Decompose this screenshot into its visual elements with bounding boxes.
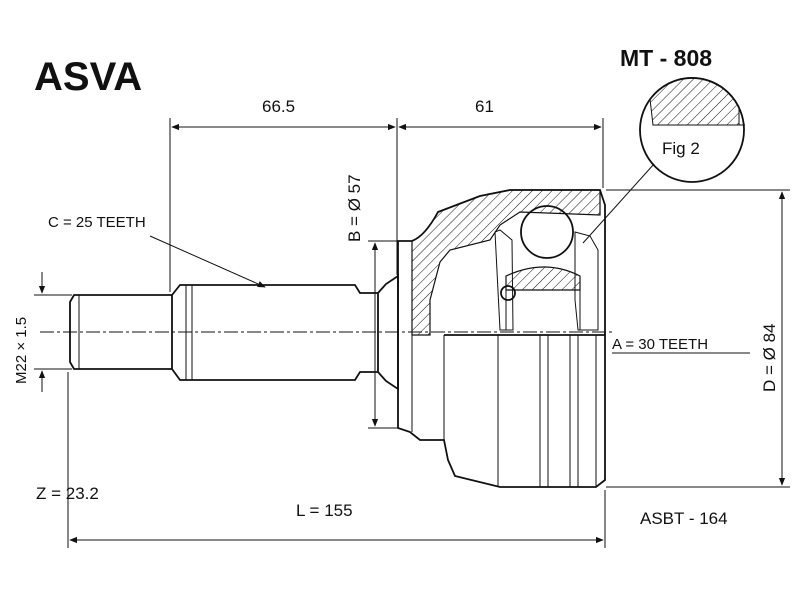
length-l-label: L = 155: [296, 501, 353, 520]
teeth-c-callout: C = 25 TEETH: [48, 214, 266, 288]
brand-logo: ASVA: [34, 55, 142, 99]
fig-2-detail: Fig 2: [582, 77, 745, 244]
thread-label: M22 × 1.5: [13, 317, 30, 384]
dim-61-label: 61: [475, 97, 494, 116]
dimension-61: 61: [398, 97, 604, 188]
diameter-b-dimension: B = Ø 57: [345, 174, 398, 429]
diameter-d-dimension: D = Ø 84: [606, 189, 790, 488]
diameter-b-label: B = Ø 57: [345, 174, 364, 242]
dimension-66-5: 66.5: [169, 97, 398, 292]
outer-housing: [397, 189, 606, 488]
teeth-a-callout: A = 30 TEETH: [612, 336, 750, 354]
teeth-a-label: A = 30 TEETH: [612, 336, 708, 353]
diameter-d-label: D = Ø 84: [760, 323, 779, 392]
code-label: ASBT - 164: [640, 509, 728, 528]
fig-2-label: Fig 2: [662, 139, 700, 158]
length-l-dimension: L = 155: [67, 372, 606, 548]
teeth-c-label: C = 25 TEETH: [48, 214, 146, 231]
dim-66-5-label: 66.5: [262, 97, 295, 116]
z-value-label: Z = 23.2: [36, 484, 99, 503]
thread-dimension: M22 × 1.5: [13, 272, 72, 392]
part-number: MT - 808: [620, 45, 712, 71]
ball-cage-assembly: [494, 205, 599, 331]
